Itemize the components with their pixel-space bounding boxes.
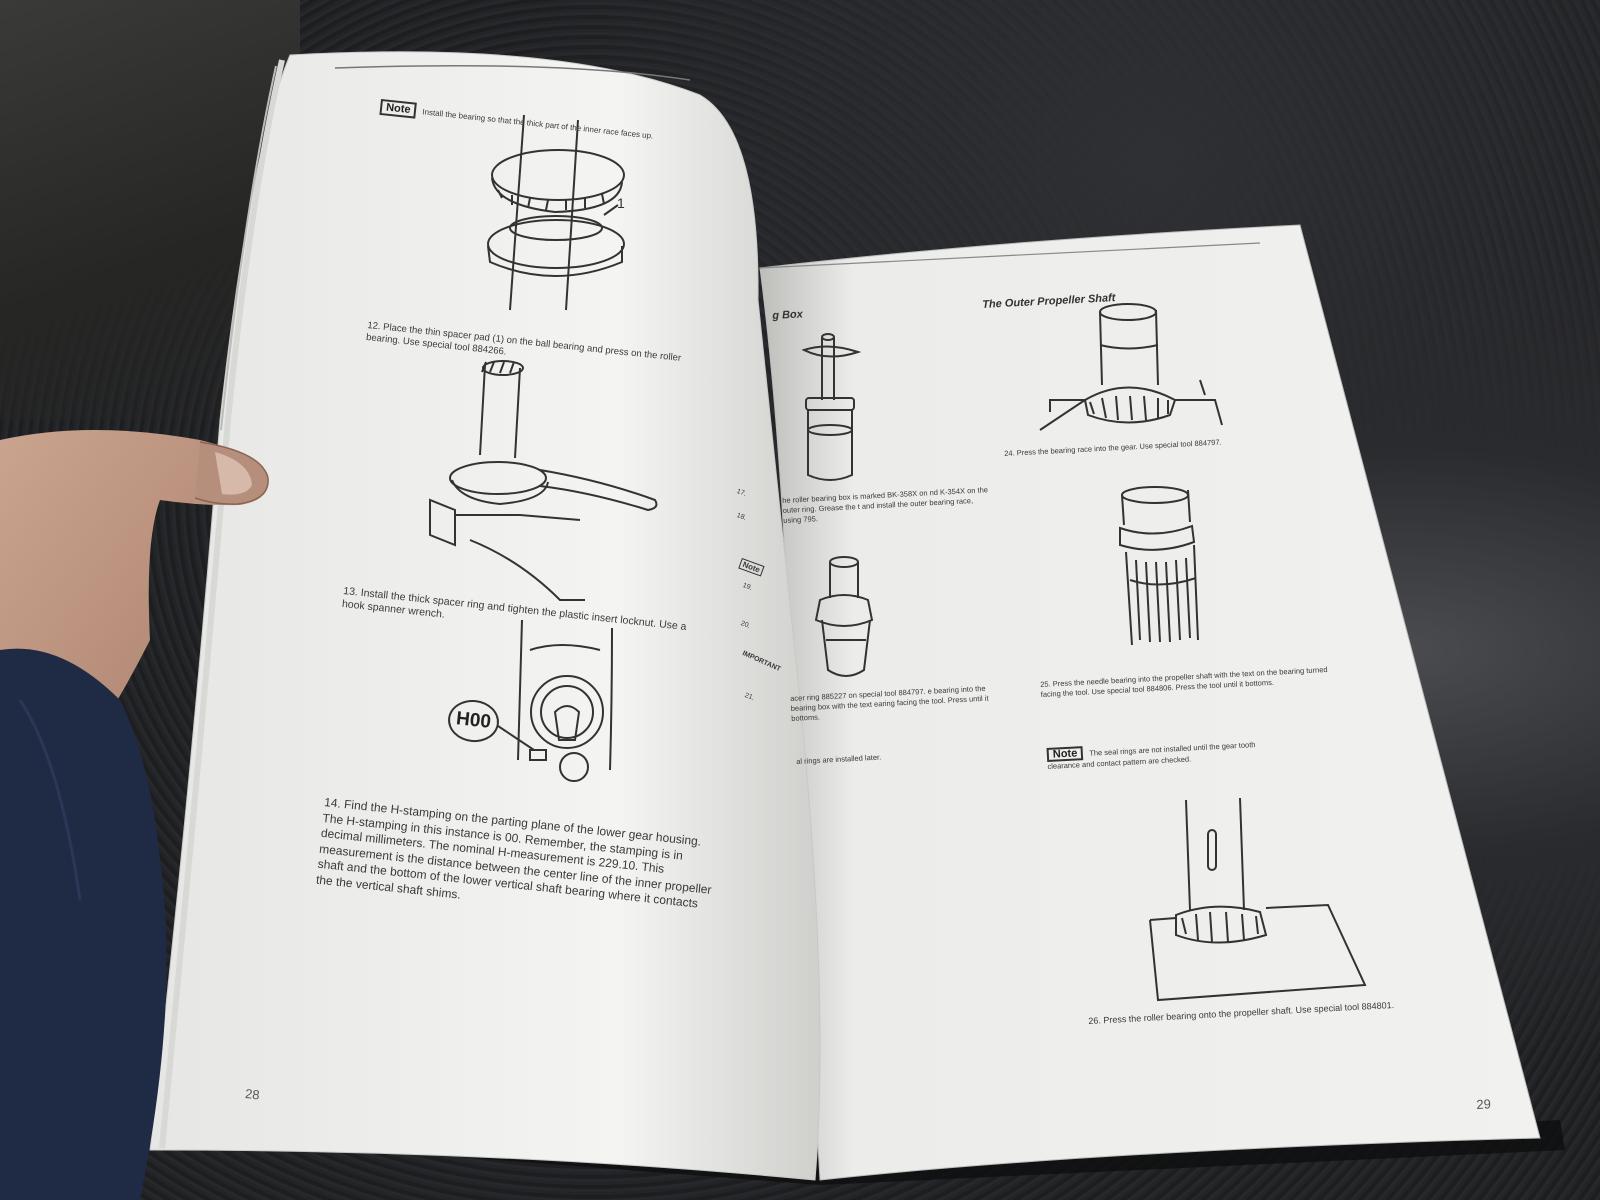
fragment-19: 19. <box>741 582 754 592</box>
propeller-shaft-drawing-2 <box>1149 797 1367 1002</box>
fragment-note: Note <box>738 558 765 577</box>
hand <box>0 430 269 1200</box>
gear-race-drawing <box>1039 303 1223 431</box>
callout-1: 1 <box>617 195 625 211</box>
fragment-17: 17. <box>735 488 748 498</box>
fragment-21: 21. <box>743 692 756 702</box>
fragment-18: 18. <box>735 512 748 522</box>
fragment-20: 20. <box>739 620 752 630</box>
gear-housing-drawing <box>497 619 613 782</box>
spanner-drawing <box>429 360 658 601</box>
bearing-drawing-1 <box>487 114 625 311</box>
fragment-important: IMPORTANT <box>741 650 782 674</box>
bearing-box-drawing-2 <box>814 556 874 677</box>
propeller-shaft-drawing-1 <box>1119 486 1199 646</box>
bearing-box-drawing-1 <box>801 333 862 481</box>
